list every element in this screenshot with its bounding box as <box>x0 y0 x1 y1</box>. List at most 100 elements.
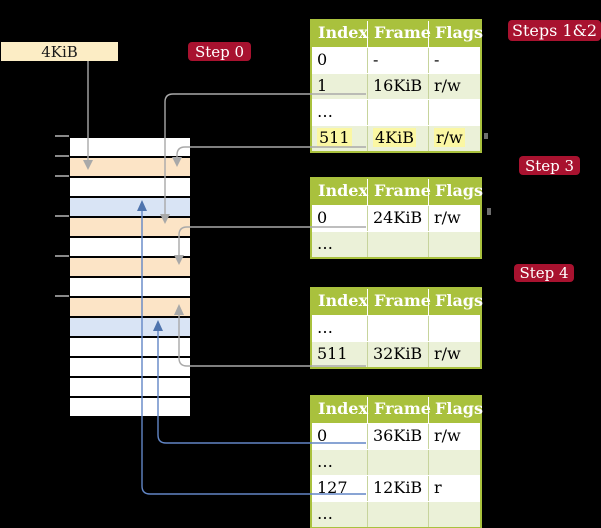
table-cell <box>367 232 428 257</box>
table-cell: 127 <box>317 478 348 497</box>
table-cell <box>367 316 428 341</box>
table-cell: 32KiB <box>367 342 428 367</box>
step4-label: Step 4 <box>519 264 569 282</box>
table-cell <box>428 100 480 125</box>
table-cell <box>428 232 480 257</box>
memory-frame-row-white <box>70 138 190 158</box>
table-row: … <box>312 449 480 475</box>
step0-label: Step 0 <box>194 42 245 61</box>
table-row: … <box>312 501 480 527</box>
memory-frame-row-white <box>70 238 190 258</box>
table-header-cell: Index <box>318 23 369 42</box>
table-cell: … <box>317 452 333 471</box>
memory-frame-row-peach <box>70 258 190 278</box>
table-cell: r/w <box>428 74 480 99</box>
table-cell: 0 <box>317 426 328 445</box>
table-cell: … <box>317 318 333 337</box>
table-row: … <box>312 231 480 257</box>
table-cell: 1 <box>317 76 328 95</box>
memory-frame-row-white <box>70 338 190 358</box>
table-cell: … <box>317 102 333 121</box>
table-cell: - <box>428 48 480 73</box>
frame-size-box: 4KiB <box>1 42 118 61</box>
table-header-cell: Index <box>318 181 369 200</box>
table-cell: 511 <box>312 126 367 151</box>
table-cell <box>367 502 428 527</box>
address-tick <box>55 215 69 217</box>
table1-right-stub <box>484 133 488 139</box>
memory-frame-row-peach <box>70 158 190 178</box>
table-cell <box>367 450 428 475</box>
address-tick <box>55 135 69 137</box>
table-cell: r/w <box>428 342 480 367</box>
table-header-cell: Flags <box>428 289 483 315</box>
memory-frame-row-blue <box>70 198 190 218</box>
table-cell: 4KiB <box>367 126 428 151</box>
table-cell: r/w <box>428 206 480 231</box>
table-cell <box>428 316 480 341</box>
table-cell: r/w <box>428 126 480 151</box>
table-header-cell: Index <box>318 291 369 310</box>
address-tick <box>55 175 69 177</box>
table-cell: 12KiB <box>367 476 428 501</box>
memory-frame-row-white <box>70 358 190 378</box>
table-cell <box>367 100 428 125</box>
memory-frame-row-peach <box>70 218 190 238</box>
table2-right-stub <box>487 208 491 215</box>
memory-frame-row-blue <box>70 318 190 338</box>
address-tick <box>55 295 69 297</box>
table-row: … <box>312 99 480 125</box>
table-cell: r/w <box>428 424 480 449</box>
table-row: … <box>312 315 480 341</box>
address-tick <box>55 155 69 157</box>
step4-badge: Step 4 <box>514 264 574 282</box>
table-header-cell: Index <box>318 399 369 418</box>
table-header-cell: Flags <box>428 21 483 47</box>
table-header-cell: Frame <box>367 21 431 47</box>
table-row: 0 -- <box>312 47 480 73</box>
memory-frame-row-peach <box>70 298 190 318</box>
step0-badge: Step 0 <box>188 42 251 61</box>
memory-frame-row-white <box>70 378 190 398</box>
highlighted-value: r/w <box>434 128 465 147</box>
table-cell <box>428 450 480 475</box>
table-cell: 511 <box>317 344 348 363</box>
memory-frame-row-white <box>70 398 190 418</box>
steps-1-2-badge: Steps 1&2 <box>508 20 601 41</box>
step3-label: Step 3 <box>524 156 575 175</box>
memory-frame-row-white <box>70 278 190 298</box>
table-cell: 16KiB <box>367 74 428 99</box>
table-cell: 36KiB <box>367 424 428 449</box>
table-header-cell: Flags <box>428 179 483 205</box>
table-cell: … <box>317 504 333 523</box>
table-cell: 0 <box>317 208 328 227</box>
table-row: 511 4KiB r/w <box>312 125 480 151</box>
table-header-cell: Flags <box>428 397 483 423</box>
table-cell: - <box>367 48 428 73</box>
table-cell: r <box>428 476 480 501</box>
table-header-cell: Frame <box>367 179 431 205</box>
table-cell: … <box>317 234 333 253</box>
highlighted-value: 4KiB <box>373 128 417 147</box>
table-cell: 24KiB <box>367 206 428 231</box>
memory-frame-row-white <box>70 178 190 198</box>
table-cell: 0 <box>317 50 328 69</box>
address-tick <box>55 255 69 257</box>
frame-size-label: 4KiB <box>41 42 78 61</box>
table-cell <box>428 502 480 527</box>
table-header-cell: Frame <box>367 397 431 423</box>
